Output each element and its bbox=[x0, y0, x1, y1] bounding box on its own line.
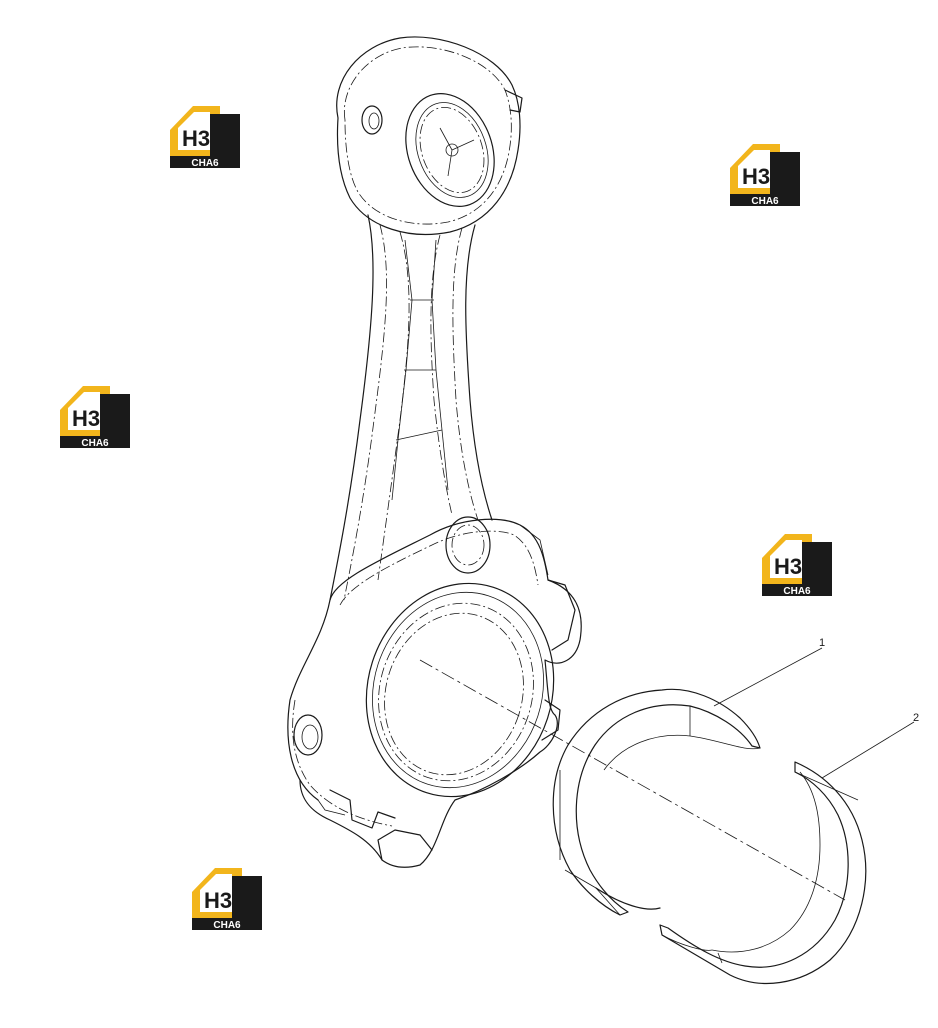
bearing-shell-upper bbox=[552, 688, 761, 916]
watermark-logo: H3 CHA6 bbox=[760, 528, 834, 598]
svg-text:CHA6: CHA6 bbox=[751, 196, 779, 207]
watermark-logo: H3 CHA6 bbox=[58, 380, 132, 450]
svg-text:H3: H3 bbox=[774, 554, 802, 579]
house-logo-icon: H3 CHA6 bbox=[60, 386, 130, 449]
svg-text:CHA6: CHA6 bbox=[81, 438, 109, 449]
svg-text:CHA6: CHA6 bbox=[213, 920, 241, 931]
watermark-logo: H3 CHA6 bbox=[728, 138, 802, 208]
bearing-axis-line bbox=[419, 659, 846, 901]
bearing-shell-lower bbox=[659, 761, 867, 985]
house-logo-icon: H3 CHA6 bbox=[170, 106, 240, 169]
callout-2: 2 bbox=[821, 712, 919, 779]
callout-2-leader bbox=[821, 721, 915, 779]
svg-text:H3: H3 bbox=[204, 888, 232, 913]
callout-1: 1 bbox=[713, 637, 825, 707]
callout-2-label: 2 bbox=[913, 712, 919, 724]
house-logo-icon: H3 CHA6 bbox=[762, 534, 832, 597]
watermark-logo: H3 CHA6 bbox=[168, 100, 242, 170]
svg-text:CHA6: CHA6 bbox=[191, 158, 219, 169]
callout-1-leader bbox=[713, 647, 823, 707]
svg-text:CHA6: CHA6 bbox=[783, 586, 811, 597]
callout-1-label: 1 bbox=[819, 637, 825, 649]
svg-text:H3: H3 bbox=[72, 406, 100, 431]
house-logo-icon: H3 CHA6 bbox=[730, 144, 800, 207]
house-logo-icon: H3 CHA6 bbox=[192, 868, 262, 931]
svg-text:H3: H3 bbox=[182, 126, 210, 151]
watermark-logo: H3 CHA6 bbox=[190, 862, 264, 932]
connecting-rod bbox=[287, 36, 582, 868]
svg-text:H3: H3 bbox=[742, 164, 770, 189]
